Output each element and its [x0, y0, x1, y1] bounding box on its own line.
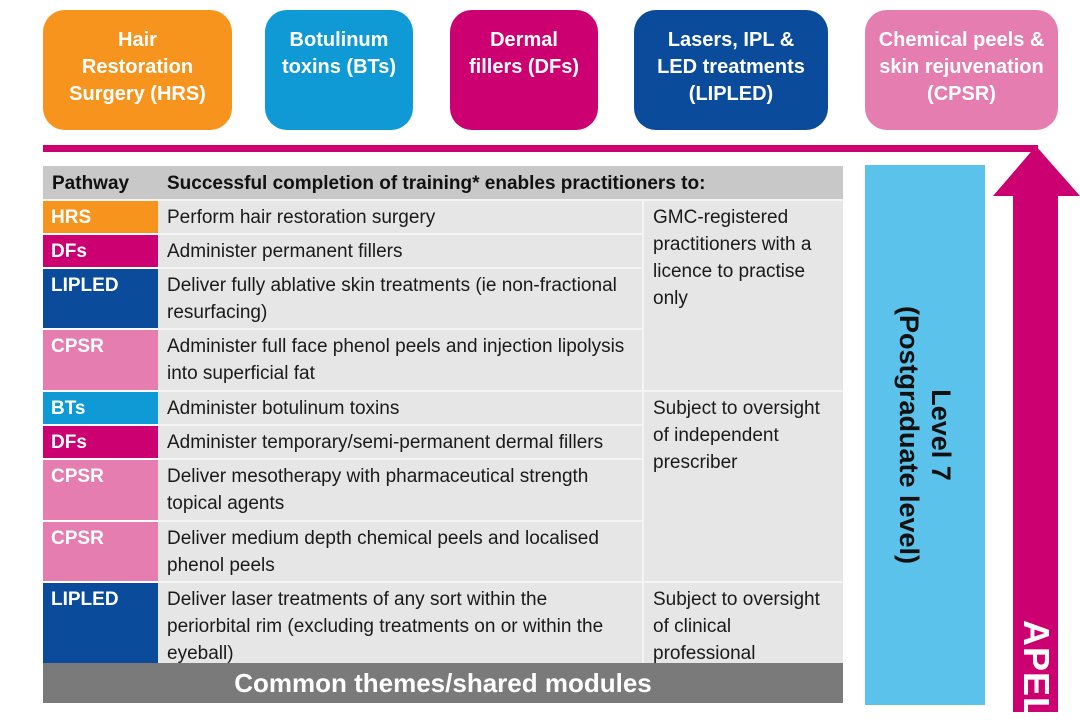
apel-arrow-icon: [993, 146, 1080, 712]
table-row: LIPLED Deliver fully ablative skin treat…: [43, 268, 843, 330]
table-row: DFs Administer temporary/semi-permanent …: [43, 425, 843, 460]
training-table: Pathway Successful completion of trainin…: [43, 166, 843, 671]
restriction-note: GMC-registered practitioners with a lice…: [643, 200, 843, 392]
pathway-cell: CPSR: [43, 329, 158, 392]
restriction-note: Subject to oversight of clinical profess…: [643, 582, 843, 671]
shared-modules-footer: Common themes/shared modules: [43, 663, 843, 703]
pathway-box-label: Chemical peels & skin rejuvenation (CPSR…: [878, 29, 1045, 105]
table-row: LIPLED Deliver laser treatments of any s…: [43, 582, 843, 671]
description-cell: Administer permanent fillers: [158, 234, 644, 269]
table-row: BTs Administer botulinum toxins Subject …: [43, 391, 843, 583]
pathway-box-label: Lasers, IPL & LED treatments (LIPLED): [657, 29, 805, 105]
description-cell: Deliver laser treatments of any sort wit…: [158, 582, 644, 671]
table-row: HRS Perform hair restoration surgery GMC…: [43, 200, 843, 392]
table-row: CPSR Administer full face phenol peels a…: [43, 329, 843, 392]
pathway-cell: CPSR: [43, 459, 158, 522]
pathway-box-hrs: Hair Restoration Surgery (HRS): [43, 10, 232, 130]
restriction-note: Subject to oversight of independent pres…: [643, 391, 843, 583]
description-cell: Administer temporary/semi-permanent derm…: [158, 425, 644, 460]
description-cell: Perform hair restoration surgery: [158, 200, 644, 235]
description-cell: Deliver mesotherapy with pharmaceutical …: [158, 459, 644, 522]
description-cell: Deliver medium depth chemical peels and …: [158, 521, 644, 583]
pathway-box-label: Botulinum toxins (BTs): [281, 29, 397, 78]
pathway-box-cpsr: Chemical peels & skin rejuvenation (CPSR…: [865, 10, 1058, 130]
header-pathway: Pathway: [43, 166, 158, 201]
description-cell: Administer botulinum toxins: [158, 391, 644, 426]
level-subtitle: (Postgraduate level): [894, 305, 924, 565]
pathway-cell: LIPLED: [43, 582, 158, 671]
pathway-cell: BTs: [43, 391, 158, 426]
level-7-bar: Level 7 (Postgraduate level): [865, 165, 985, 705]
pathway-cell: DFs: [43, 234, 158, 269]
description-cell: Deliver fully ablative skin treatments (…: [158, 268, 644, 330]
pathway-cell: LIPLED: [43, 268, 158, 330]
level-label: Level 7 (Postgraduate level): [893, 306, 957, 564]
pathway-box-bts: Botulinum toxins (BTs): [265, 10, 413, 130]
pathway-box-dfs: Dermal fillers (DFs): [450, 10, 598, 130]
pathway-cell: HRS: [43, 200, 158, 235]
pathway-cell: DFs: [43, 425, 158, 460]
description-cell: Administer full face phenol peels and in…: [158, 329, 644, 392]
connector-line: [43, 145, 1038, 152]
apel-label: APEL: [1016, 620, 1057, 720]
pathway-box-lipled: Lasers, IPL & LED treatments (LIPLED): [634, 10, 828, 130]
header-description: Successful completion of training* enabl…: [158, 166, 843, 201]
level-title: Level 7: [926, 389, 956, 481]
pathway-box-label: Hair Restoration Surgery (HRS): [69, 29, 206, 105]
pathway-box-label: Dermal fillers (DFs): [468, 29, 580, 78]
table-row: DFs Administer permanent fillers: [43, 234, 843, 269]
table-row: CPSR Deliver medium depth chemical peels…: [43, 521, 843, 583]
pathway-cell: CPSR: [43, 521, 158, 583]
table-header-row: Pathway Successful completion of trainin…: [43, 166, 843, 201]
table-row: CPSR Deliver mesotherapy with pharmaceut…: [43, 459, 843, 522]
